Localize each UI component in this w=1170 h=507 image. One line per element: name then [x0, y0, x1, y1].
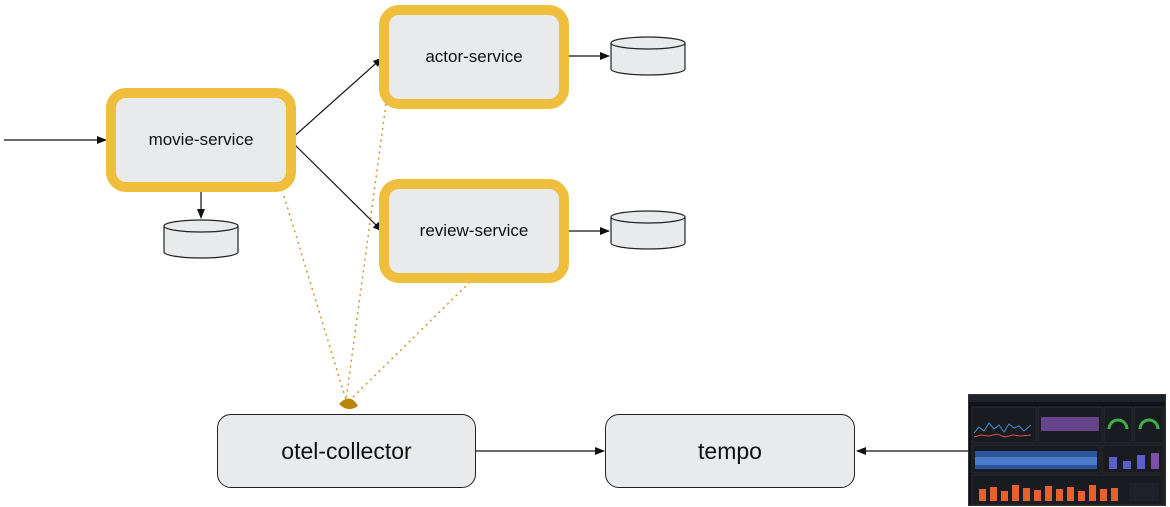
movie-database-icon — [163, 219, 239, 259]
actor-service-label: actor-service — [425, 47, 523, 66]
movie-service-label: movie-service — [148, 130, 254, 149]
tempo-label: tempo — [698, 437, 762, 464]
review-database-icon — [610, 210, 686, 250]
tempo-node: tempo — [605, 414, 855, 488]
trace-antenna-icon — [339, 398, 358, 410]
movie-to-review-arrow — [289, 139, 383, 232]
review-service-label: review-service — [419, 221, 529, 240]
trace-line-review — [347, 281, 471, 403]
grafana-dashboard-thumbnail — [968, 394, 1166, 506]
review-service-node: review-service — [379, 179, 569, 283]
movie-to-actor-arrow — [289, 57, 383, 141]
otel-collector-label: otel-collector — [281, 437, 412, 464]
actor-database-icon — [610, 36, 686, 76]
dashboard-preview-image — [969, 395, 1165, 505]
actor-service-node: actor-service — [379, 5, 569, 109]
movie-service-node: movie-service — [106, 88, 296, 192]
trace-line-actor — [345, 103, 387, 401]
trace-line-movie — [283, 195, 347, 401]
otel-collector-node: otel-collector — [217, 414, 476, 488]
